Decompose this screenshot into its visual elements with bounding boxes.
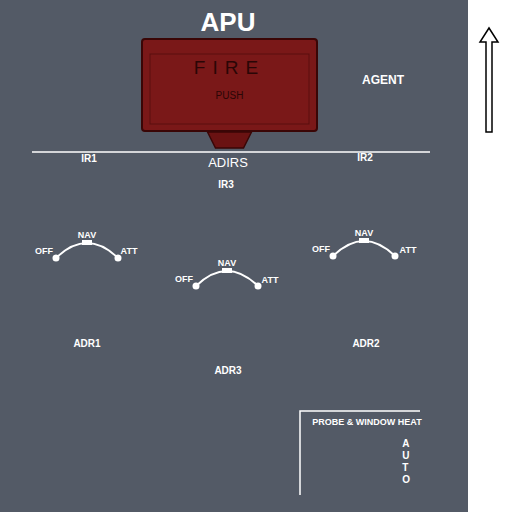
selector-arcs (56, 241, 395, 286)
selector-marks (53, 238, 399, 290)
ir-label: IR1 (81, 153, 97, 164)
position-label: NAV (355, 229, 373, 239)
position-label: ATT (121, 247, 138, 257)
fire-pushbutton: FIRE PUSH (141, 38, 318, 132)
adr-label: ADR2 (352, 338, 379, 349)
section-title: ADIRS (208, 156, 248, 170)
ir-label: IR2 (357, 152, 373, 163)
position-label: OFF (312, 245, 330, 255)
position-label: ATT (262, 276, 279, 286)
position-label: NAV (78, 231, 96, 241)
button-legend: FIRE (141, 57, 318, 79)
panel-background (0, 0, 468, 512)
orientation-arrow (480, 28, 498, 132)
margin-strip (468, 0, 512, 512)
button-subtext: PUSH (141, 90, 318, 101)
heat-label: PROBE & WINDOW HEAT (312, 418, 422, 428)
position-label: ATT (400, 246, 417, 256)
panel-title: APU (201, 8, 256, 37)
position-label: OFF (35, 247, 53, 257)
adr-label: ADR3 (214, 365, 241, 376)
position-label: OFF (175, 275, 193, 285)
ir-label: IR3 (218, 179, 234, 190)
auto-label: AUTO (402, 438, 408, 486)
position-label: NAV (218, 259, 236, 269)
agent-label: AGENT (362, 74, 404, 87)
adr-label: ADR1 (73, 338, 100, 349)
